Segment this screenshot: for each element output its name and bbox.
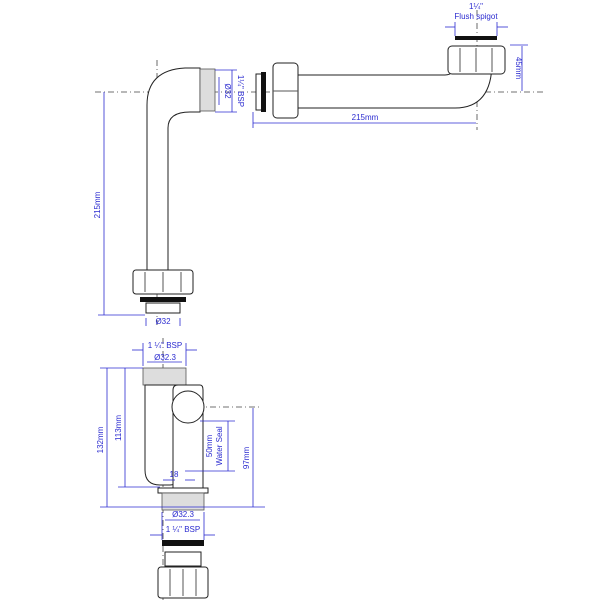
elbow-pipe (132, 67, 216, 314)
outlet-stub (145, 302, 181, 314)
trap-washer (162, 540, 204, 546)
spigot-size-label: 1¼" (469, 2, 483, 11)
trap-bottom-thread (161, 492, 205, 511)
offset-dimension: 18 (170, 470, 179, 479)
overall-height-dimension: 132mm (96, 426, 105, 453)
spigot-label: Flush spigot (454, 12, 498, 21)
bottle-trap (142, 367, 209, 599)
arm-length-dimension: 215mm (352, 113, 379, 122)
lower-dimensions (100, 343, 265, 540)
vertical-length-dimension: 215mm (93, 191, 102, 218)
elbow-thread (199, 68, 216, 112)
inlet-height-dimension: 97mm (242, 447, 251, 470)
thread-dia-dimension: Ø32 (223, 83, 232, 99)
trap-top-thread (142, 367, 187, 386)
upper-dimensions (98, 22, 528, 326)
inner-height-dimension: 113mm (114, 415, 123, 441)
top-dia-dimension: Ø32.3 (154, 353, 176, 362)
outlet-dia-dimension: Ø32 (155, 317, 171, 326)
bottom-bsp-dimension: 1 ¼" BSP (166, 525, 200, 534)
bottom-dia-dimension: Ø32.3 (172, 510, 194, 519)
arm-washer (261, 72, 266, 112)
spigot-arm (255, 36, 506, 119)
trap-collar (157, 487, 209, 494)
washer (140, 297, 186, 302)
trap-inlet (171, 390, 205, 424)
spigot-bar (455, 36, 497, 40)
seal-label: Water Seal (215, 426, 224, 465)
top-bsp-dimension: 1 ¼" BSP (148, 341, 182, 350)
thread-bsp-dimension: 1¼" BSP (236, 75, 245, 107)
seal-depth-dimension: 50mm (205, 435, 214, 458)
rise-dimension: 45mm (514, 57, 523, 80)
trap-stub (164, 551, 202, 567)
